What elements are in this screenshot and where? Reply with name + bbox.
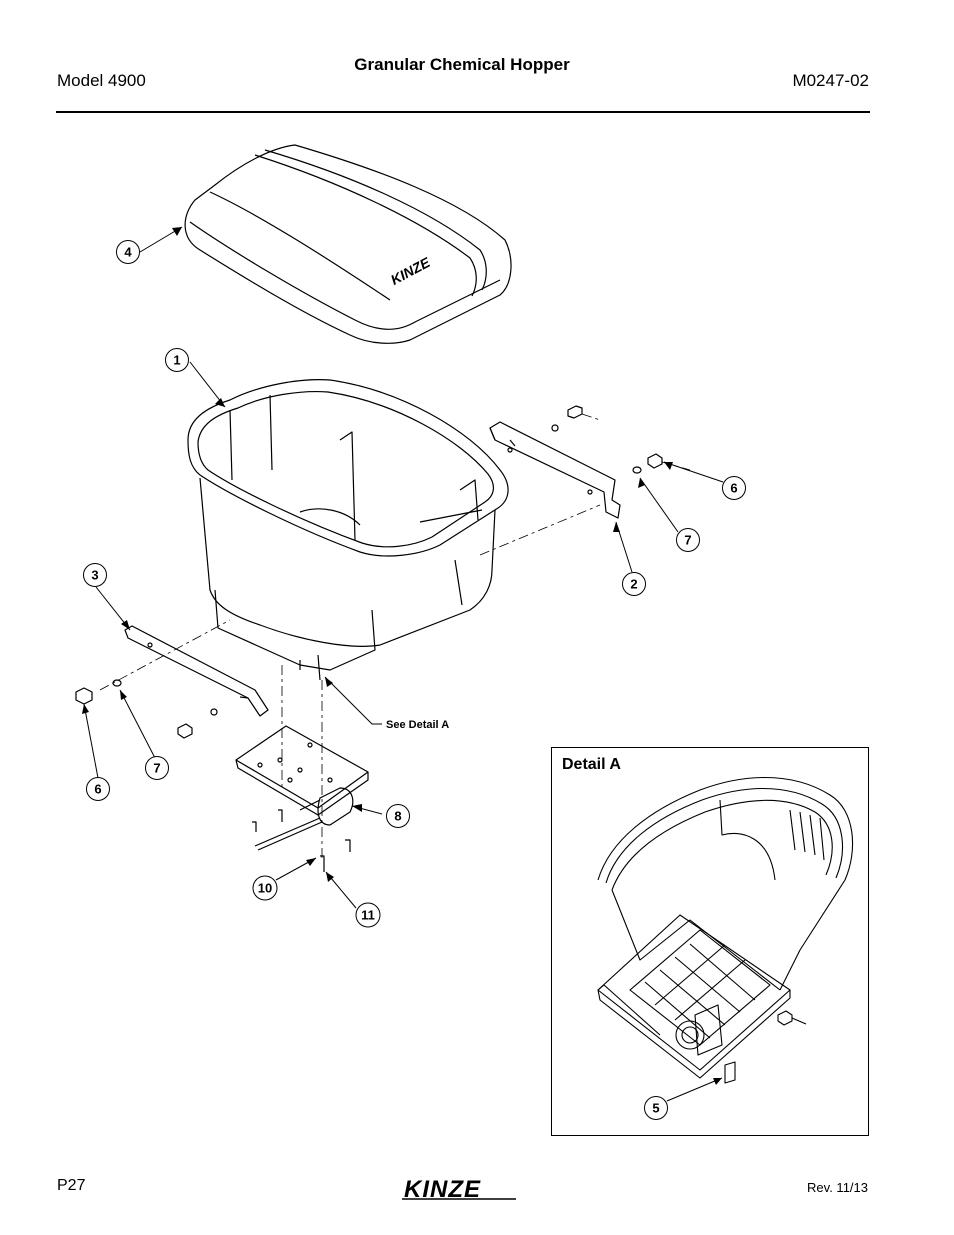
- svg-text:2: 2: [630, 577, 637, 592]
- callout-1: 1: [165, 348, 189, 372]
- kinze-logo: KINZE: [402, 1176, 516, 1202]
- hardware-bolts: [75, 405, 663, 739]
- callout-4: 4: [116, 240, 140, 264]
- svg-text:5: 5: [652, 1101, 659, 1116]
- svg-text:10: 10: [258, 881, 272, 896]
- page-number: P27: [57, 1177, 86, 1194]
- callout-6-left: 6: [86, 777, 110, 801]
- model-label: Model 4900: [57, 71, 146, 90]
- detail-a-panel: Detail A: [551, 747, 869, 1136]
- hopper-lid: KINZE: [184, 144, 512, 344]
- callout-7-left: 7: [145, 756, 169, 780]
- svg-text:7: 7: [684, 533, 691, 548]
- callout-5: 5: [644, 1096, 668, 1120]
- document-number: M0247-02: [792, 71, 869, 90]
- lid-brand-text: KINZE: [388, 254, 433, 288]
- svg-text:3: 3: [91, 568, 98, 583]
- svg-text:1: 1: [173, 353, 180, 368]
- svg-text:6: 6: [94, 782, 101, 797]
- svg-text:8: 8: [394, 809, 401, 824]
- svg-text:7: 7: [153, 761, 160, 776]
- leader-arrowheads: [82, 227, 722, 1085]
- revision-date: Rev. 11/13: [807, 1180, 868, 1195]
- page-title: Granular Chemical Hopper: [354, 55, 570, 74]
- callout-6-right: 6: [722, 476, 746, 500]
- svg-text:11: 11: [361, 908, 375, 923]
- callout-10: 10: [252, 875, 278, 901]
- hopper-body: [187, 379, 509, 681]
- svg-text:4: 4: [124, 245, 132, 260]
- svg-text:KINZE: KINZE: [404, 1176, 481, 1202]
- callout-8: 8: [386, 804, 410, 828]
- callout-11: 11: [355, 902, 381, 928]
- detail-a-title: Detail A: [562, 756, 621, 773]
- left-bracket: [124, 625, 269, 717]
- meter-assembly: [235, 725, 369, 872]
- header-rule: [56, 111, 870, 113]
- detail-a-drawing: [597, 776, 854, 1084]
- part-callouts: 4 1 3 6 7 2 7 6 8 10 11 5: [83, 240, 746, 1120]
- callout-7-right: 7: [676, 528, 700, 552]
- callout-3: 3: [83, 563, 107, 587]
- callout-2: 2: [622, 572, 646, 596]
- right-bracket: [489, 421, 621, 519]
- svg-text:6: 6: [730, 481, 737, 496]
- see-detail-label: See Detail A: [386, 719, 449, 731]
